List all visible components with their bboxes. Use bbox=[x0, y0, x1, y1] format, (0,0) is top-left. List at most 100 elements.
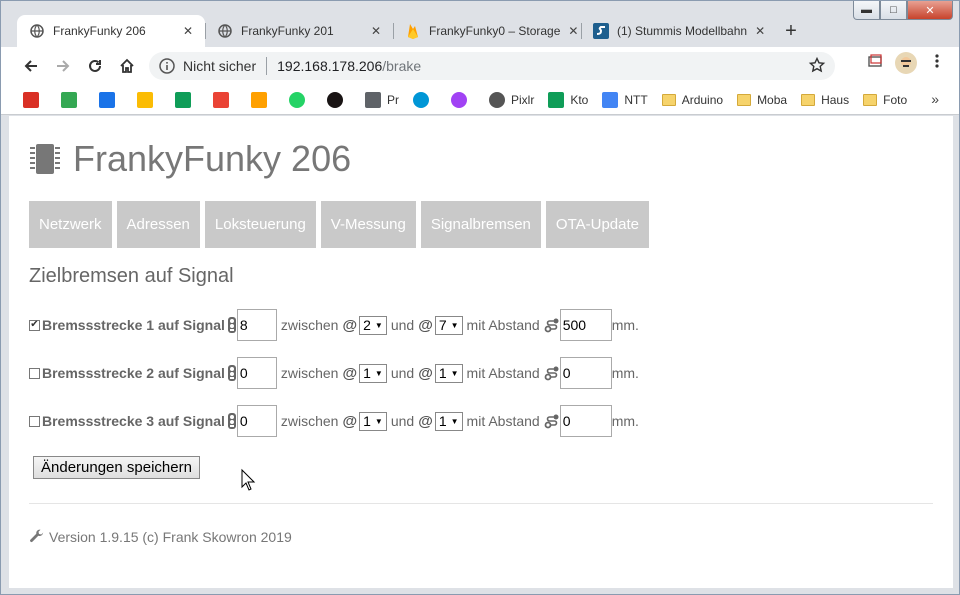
address-bar[interactable]: Nicht sicher 192.168.178.206/brake bbox=[149, 52, 835, 80]
tab-stummis-modellbahn[interactable]: (1) Stummis Modellbahn ✕ bbox=[581, 15, 769, 47]
bookmarks-bar: Pr Pixlr Kto NTT Arduino Moba Haus Foto » bbox=[1, 85, 959, 115]
between-label: zwischen bbox=[280, 365, 339, 381]
bookmark-item[interactable]: Pr bbox=[365, 91, 399, 108]
from-select[interactable]: 1▼ bbox=[359, 363, 387, 383]
bookmark-item[interactable] bbox=[137, 91, 159, 108]
page-title: FrankyFunky 206 bbox=[73, 138, 352, 179]
stummi-icon bbox=[593, 23, 609, 39]
signal-icon bbox=[227, 365, 236, 381]
save-button[interactable]: Änderungen speichern bbox=[33, 456, 200, 479]
picasa-icon bbox=[451, 91, 467, 108]
nav-v-messung[interactable]: V-Messung bbox=[320, 201, 416, 248]
nav-ota-update[interactable]: OTA-Update bbox=[545, 201, 649, 248]
unit-label: mm. bbox=[611, 365, 639, 381]
bookmark-label: NTT bbox=[624, 92, 648, 107]
bookmark-item[interactable]: Haus bbox=[801, 93, 849, 107]
bookmark-item[interactable] bbox=[61, 91, 83, 108]
printer-icon bbox=[365, 91, 381, 108]
bookmark-item[interactable] bbox=[251, 91, 273, 108]
cast-icon[interactable] bbox=[867, 53, 883, 74]
from-value: 1 bbox=[363, 365, 371, 381]
from-select[interactable]: 1▼ bbox=[359, 411, 387, 431]
from-select[interactable]: 2▼ bbox=[359, 315, 387, 335]
enable-checkbox[interactable]: ✔ bbox=[29, 319, 40, 331]
between-label: zwischen bbox=[280, 413, 339, 429]
folder-icon bbox=[661, 93, 676, 106]
bookmark-item[interactable]: Moba bbox=[737, 93, 787, 107]
bookmark-item[interactable]: NTT bbox=[602, 91, 648, 108]
enable-checkbox[interactable] bbox=[29, 415, 40, 427]
to-select[interactable]: 7▼ bbox=[434, 315, 463, 335]
folder-icon bbox=[863, 93, 878, 106]
browser-toolbar: Nicht sicher 192.168.178.206/brake bbox=[1, 47, 959, 85]
bookmark-item[interactable] bbox=[23, 91, 45, 108]
chevron-down-icon: ▼ bbox=[374, 416, 383, 426]
nav-netzwerk[interactable]: Netzwerk bbox=[29, 201, 112, 248]
chip-icon bbox=[30, 144, 60, 174]
signal-icon bbox=[227, 317, 236, 333]
bookmark-label: Pr bbox=[387, 92, 399, 107]
firebase-icon bbox=[405, 23, 421, 39]
bookmark-item[interactable] bbox=[327, 91, 349, 108]
tab-close-icon[interactable]: ✕ bbox=[568, 24, 579, 38]
signal-input[interactable]: 0 bbox=[236, 357, 277, 389]
tab-frankyfunky-201[interactable]: FrankyFunky 201 ✕ bbox=[205, 15, 393, 47]
bookmarks-more-button[interactable]: » bbox=[931, 91, 939, 107]
calendar-icon bbox=[99, 91, 115, 108]
distance-input[interactable]: 500 bbox=[559, 309, 612, 341]
and-label: und bbox=[390, 365, 415, 381]
bookmark-item[interactable] bbox=[99, 91, 121, 108]
tab-close-icon[interactable]: ✕ bbox=[370, 24, 382, 38]
bookmark-item[interactable] bbox=[413, 91, 435, 108]
globe-icon bbox=[29, 23, 45, 39]
arrow-left-icon bbox=[24, 60, 37, 72]
bookmark-item[interactable] bbox=[451, 91, 473, 108]
between-label: zwischen bbox=[280, 317, 339, 333]
minimize-button[interactable]: ▬ bbox=[853, 1, 880, 20]
menu-dots-icon[interactable] bbox=[929, 53, 945, 74]
row-label: Bremssstrecke 1 auf Signal bbox=[42, 317, 225, 333]
nav-adressen[interactable]: Adressen bbox=[116, 201, 200, 248]
bookmark-item[interactable] bbox=[213, 91, 235, 108]
bookmark-star-icon[interactable] bbox=[808, 56, 826, 76]
gmail-icon bbox=[23, 91, 39, 108]
hp-icon bbox=[413, 91, 429, 108]
distance-input[interactable]: 0 bbox=[559, 357, 612, 389]
to-value: 1 bbox=[438, 365, 447, 381]
footer: Version 1.9.15 (c) Frank Skowron 2019 bbox=[29, 529, 292, 545]
tab-strip: FrankyFunky 206 ✕ FrankyFunky 201 ✕ Fran… bbox=[17, 15, 805, 47]
close-window-button[interactable]: ✕ bbox=[907, 1, 953, 20]
folder-icon bbox=[801, 93, 816, 106]
back-button[interactable] bbox=[15, 50, 47, 82]
bookmark-item[interactable] bbox=[175, 91, 197, 108]
to-select[interactable]: 1▼ bbox=[434, 411, 463, 431]
nav-loksteuerung[interactable]: Loksteuerung bbox=[204, 201, 316, 248]
maximize-button[interactable]: □ bbox=[880, 1, 907, 20]
to-select[interactable]: 1▼ bbox=[434, 363, 463, 383]
new-tab-button[interactable]: + bbox=[777, 17, 805, 45]
distance-input[interactable]: 0 bbox=[559, 405, 612, 437]
forward-button[interactable] bbox=[47, 50, 79, 82]
home-button[interactable] bbox=[111, 50, 143, 82]
signal-input[interactable]: 0 bbox=[236, 405, 277, 437]
at-icon: @ bbox=[418, 316, 433, 334]
bookmark-item[interactable]: Foto bbox=[863, 93, 907, 107]
bookmark-item[interactable]: Kto bbox=[548, 91, 588, 108]
nav-signalbremsen[interactable]: Signalbremsen bbox=[420, 201, 541, 248]
bookmark-item[interactable]: Pixlr bbox=[489, 91, 534, 108]
tab-frankyfunky-206[interactable]: FrankyFunky 206 ✕ bbox=[17, 15, 205, 47]
bookmark-item[interactable] bbox=[289, 91, 311, 108]
page-content: FrankyFunky 206 Netzwerk Adressen Lokste… bbox=[9, 116, 953, 588]
enable-checkbox[interactable] bbox=[29, 367, 40, 379]
tab-close-icon[interactable]: ✕ bbox=[755, 24, 766, 38]
tab-firebase-storage[interactable]: FrankyFunky0 – Storage ✕ bbox=[393, 15, 581, 47]
signal-input[interactable]: 8 bbox=[236, 309, 277, 341]
site-header: FrankyFunky 206 bbox=[27, 138, 351, 180]
bookmark-label: Arduino bbox=[681, 92, 724, 107]
bookmark-item[interactable]: Arduino bbox=[661, 92, 724, 107]
avatar[interactable] bbox=[895, 52, 917, 74]
reload-button[interactable] bbox=[79, 50, 111, 82]
chevron-down-icon: ▼ bbox=[450, 320, 459, 330]
tab-close-icon[interactable]: ✕ bbox=[182, 24, 194, 38]
security-label: Nicht sicher bbox=[183, 58, 257, 74]
